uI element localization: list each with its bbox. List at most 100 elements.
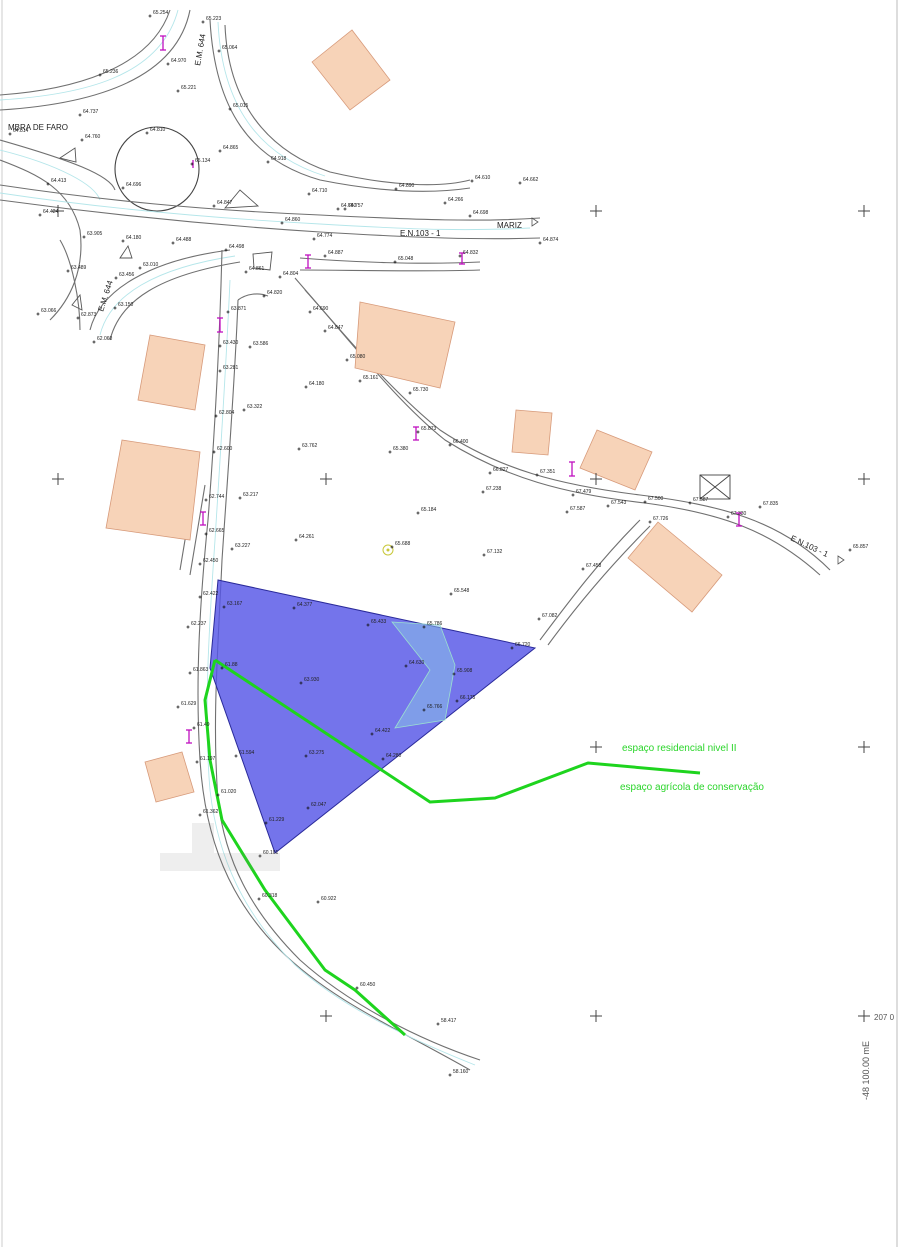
grid-cross: [52, 205, 64, 217]
spot-height-marker: [248, 345, 252, 349]
spot-height-marker: [217, 49, 221, 53]
spot-height: 62.422: [198, 591, 219, 599]
spot-height-label: 64.760: [85, 134, 101, 140]
spot-height-marker: [581, 567, 585, 571]
spot-height-marker: [422, 708, 426, 712]
island-2: [223, 189, 260, 209]
spot-height-marker: [449, 592, 453, 596]
spot-height-marker: [121, 186, 125, 190]
spot-height-label: 64.750: [341, 203, 357, 209]
spot-height: 64.280: [381, 753, 402, 761]
road-label-mariz: MARIZ: [497, 221, 522, 230]
legend-agricultural: espaço agrícola de conservação: [620, 782, 764, 793]
spot-height-marker: [198, 595, 202, 599]
spot-height-label: 66.175: [460, 695, 476, 701]
spot-height: 67.458: [581, 563, 602, 571]
spot-height-label: 64.804: [283, 271, 299, 277]
spot-height-marker: [224, 248, 228, 252]
spot-height-label: 62.422: [203, 591, 219, 597]
spot-height-marker: [121, 239, 125, 243]
spot-height: 64.847: [212, 200, 233, 208]
spot-height-marker: [470, 179, 474, 183]
spot-height-marker: [257, 897, 261, 901]
spot-height-marker: [188, 671, 192, 675]
building-5: [511, 409, 553, 456]
spot-height: 61.594: [234, 750, 255, 758]
spot-height-label: 61.863: [193, 667, 209, 673]
spot-height-label: 64.820: [267, 290, 283, 296]
spot-height-marker: [304, 385, 308, 389]
spot-height-marker: [212, 450, 216, 454]
direction-arrow-2: [837, 555, 845, 565]
spot-height: 58.160: [448, 1069, 469, 1077]
spot-height-marker: [358, 379, 362, 383]
spot-height-label: 67.726: [653, 516, 669, 522]
spot-height-marker: [148, 14, 152, 18]
spot-height-marker: [145, 131, 149, 135]
spot-height-marker: [726, 515, 730, 519]
spot-height: 63.489: [66, 265, 87, 273]
spot-height: 60.450: [355, 982, 376, 990]
spot-height-marker: [571, 493, 575, 497]
spot-height-label: 65.048: [398, 256, 414, 262]
spot-height: 64.750: [336, 203, 357, 211]
spot-height: 64.874: [538, 237, 559, 245]
spot-height-marker: [488, 471, 492, 475]
spot-height-label: 65.080: [350, 354, 366, 360]
spot-height: 65.857: [848, 544, 869, 552]
spot-height-marker: [370, 732, 374, 736]
spot-height-marker: [280, 221, 284, 225]
grid-coordinate-label: -48 100.00 mE: [861, 1041, 871, 1100]
spot-height-marker: [228, 107, 232, 111]
spot-height-label: 64.266: [448, 197, 464, 203]
spot-height: 60.101: [258, 850, 279, 858]
spot-height-label: 64.861: [249, 266, 265, 272]
spot-height: 63.871: [226, 306, 247, 314]
spot-height-marker: [76, 316, 80, 320]
spot-height-label: 67.458: [586, 563, 602, 569]
spot-height-marker: [538, 241, 542, 245]
spot-height: 64.757: [343, 203, 364, 211]
spot-height-label: 63.456: [119, 272, 135, 278]
direction-arrow-1: [531, 217, 539, 227]
spot-height: 61.49: [192, 722, 210, 730]
spot-height-marker: [518, 181, 522, 185]
spot-height-label: 60.450: [360, 982, 376, 988]
spot-height-marker: [222, 605, 226, 609]
spot-height: 61.197: [195, 756, 216, 764]
building-7: [627, 521, 723, 613]
spot-height: 64.860: [280, 217, 301, 225]
grid-cross: [858, 1010, 870, 1022]
spot-height-marker: [443, 201, 447, 205]
spot-height-marker: [38, 213, 42, 217]
watermark-shape: [160, 823, 280, 871]
spot-height-marker: [204, 498, 208, 502]
spot-height-marker: [308, 310, 312, 314]
spot-height-marker: [218, 149, 222, 153]
spot-height: 63.281: [218, 365, 239, 373]
spot-height-label: 65.254: [153, 10, 169, 16]
spot-height-label: 65.433: [371, 619, 387, 625]
spot-height-marker: [422, 625, 426, 629]
spot-height: 65.433: [366, 619, 387, 627]
spot-height: 64.698: [468, 210, 489, 218]
island-3: [119, 244, 133, 259]
spot-height: 65.184: [416, 507, 437, 515]
spot-height-marker: [264, 821, 268, 825]
spot-height: 65.873: [416, 426, 437, 434]
traffic-islands: [58, 147, 845, 565]
parcel-ridge-area: [391, 621, 456, 729]
spot-height: 61.362: [198, 809, 219, 817]
spot-height-label: 62.665: [209, 528, 225, 534]
spot-height-marker: [688, 501, 692, 505]
spot-height-marker: [244, 270, 248, 274]
spot-height-label: 64.860: [285, 217, 301, 223]
spot-height-label: 65.223: [206, 16, 222, 22]
spot-height-label: 62.450: [203, 558, 219, 564]
spot-height: 64.422: [370, 728, 391, 736]
spot-height-label: 61.49: [197, 722, 210, 728]
spot-height-marker: [393, 260, 397, 264]
spot-height-marker: [230, 547, 234, 551]
spot-height-marker: [307, 192, 311, 196]
